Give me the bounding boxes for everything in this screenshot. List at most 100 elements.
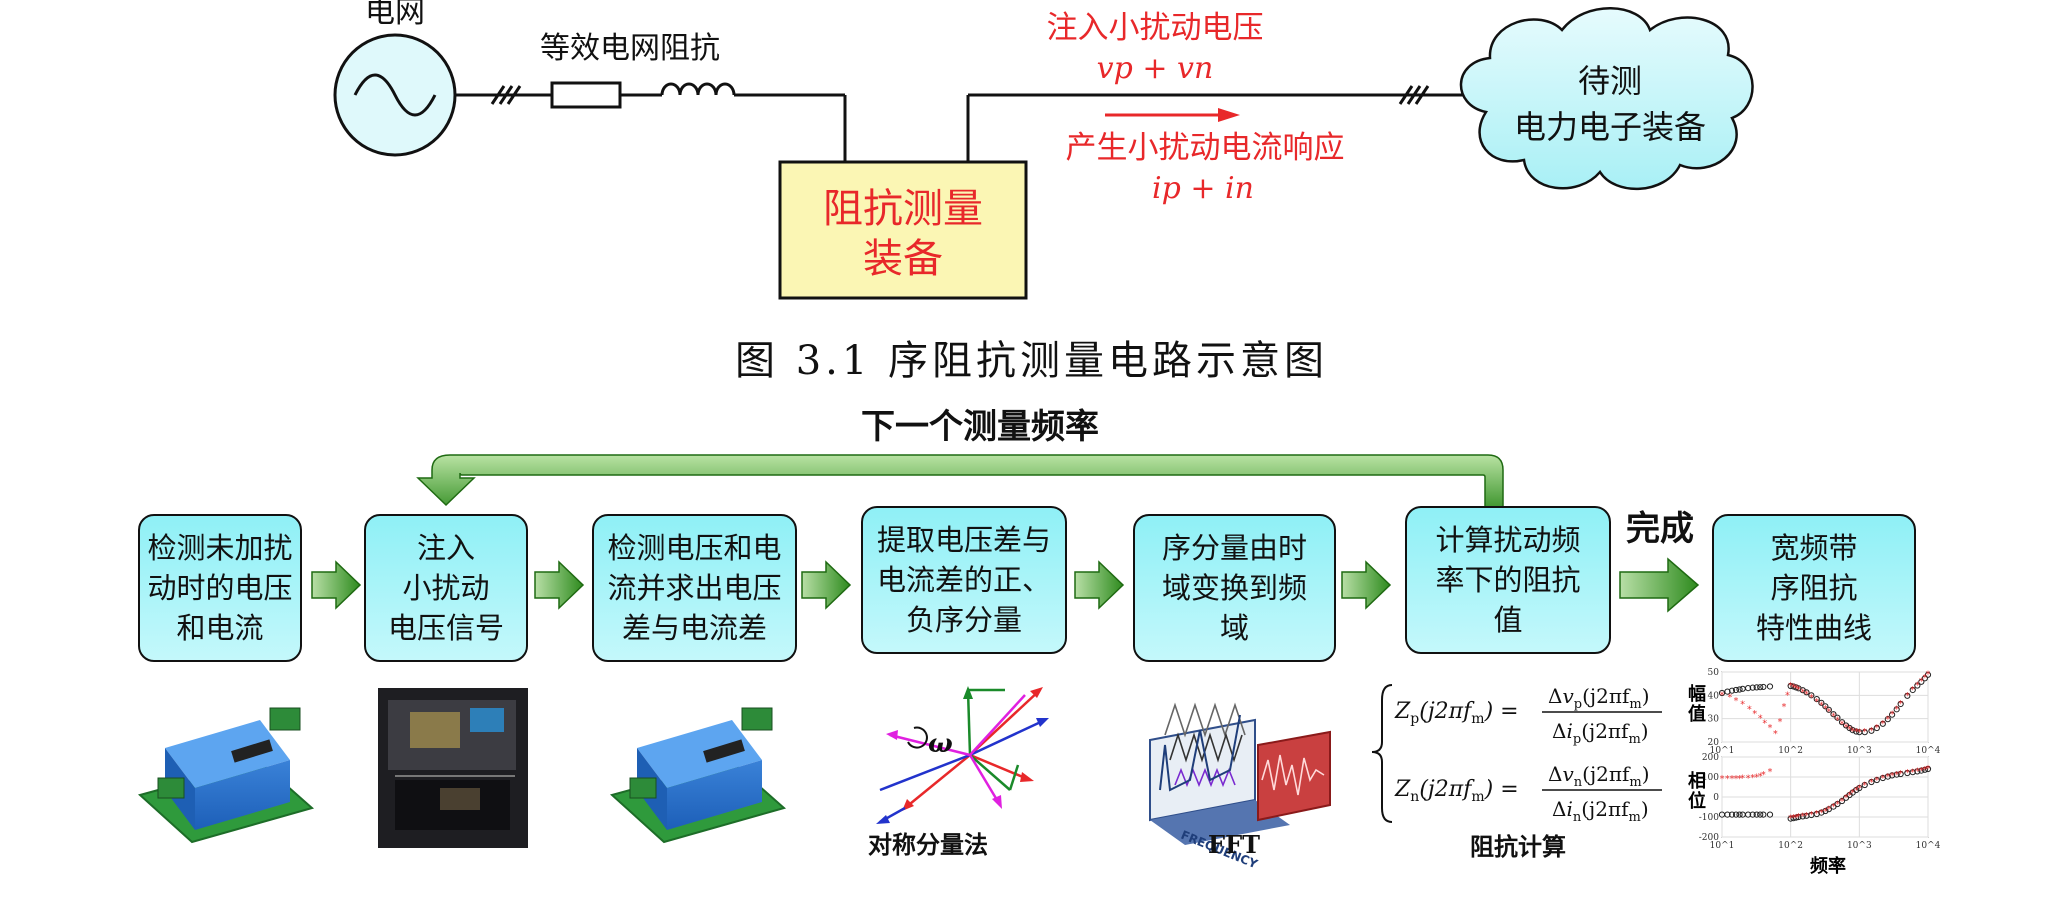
data-point-star: * [1819, 702, 1824, 712]
data-point-star: * [1863, 728, 1868, 738]
x-tick-label: 10^3 [1847, 841, 1872, 851]
svg-text:Zn(j2πfm) =: Zn(j2πfm) = [1394, 777, 1519, 805]
flow-arrows [311, 557, 1700, 613]
data-point-star: * [1926, 765, 1931, 775]
inject-formula: vp + vn [1097, 51, 1214, 86]
step-box-3: 检测电压和电 流并求出电压 差与电流差 [592, 514, 797, 662]
step-box-2: 注入 小扰动 电压信号 [364, 514, 528, 662]
data-point-star: * [1819, 809, 1824, 819]
data-point-circle [1861, 729, 1868, 736]
data-point-circle [1813, 695, 1820, 703]
data-point-star: * [1890, 711, 1895, 721]
data-point-star: * [1926, 670, 1931, 680]
response-formula: ip + in [1152, 171, 1254, 206]
voltage-sensor-image-1 [137, 707, 315, 844]
inductor-icon [660, 82, 736, 96]
sym-label: 对称分量法 [868, 831, 988, 859]
y-tick-label: -200 [1699, 833, 1719, 843]
impedance-formula: Zp(j2πfm) = Δvp(j2πfm) Δip(j2πfm) Zn(j2π… [1371, 684, 1662, 825]
data-point-star: * [1734, 775, 1739, 785]
data-point-circle [1868, 727, 1875, 734]
data-point-circle [1856, 784, 1863, 792]
data-point-star: * [1746, 774, 1751, 784]
data-point-star: * [1801, 688, 1806, 698]
data-point-star: * [1773, 730, 1778, 740]
svg-text:Δvp(j2πfm): Δvp(j2πfm) [1548, 684, 1650, 712]
data-point-circle [1732, 811, 1740, 818]
data-point-star: * [1840, 797, 1845, 807]
data-point-circle [1904, 692, 1911, 699]
phasor-diagram [876, 686, 1049, 824]
data-point-circle [1728, 811, 1736, 818]
data-point-circle [1924, 671, 1932, 678]
data-point-circle [1893, 771, 1900, 778]
sine-wave-icon [353, 73, 437, 117]
step-box-1: 检测未加扰 动时的电压 和电流 [138, 514, 302, 662]
data-point-circle [1753, 811, 1760, 818]
data-point-star: * [1881, 720, 1886, 730]
data-point-star: * [1844, 724, 1849, 734]
data-point-circle [1909, 769, 1916, 776]
data-point-star: * [1754, 773, 1759, 783]
data-point-star: * [1923, 766, 1928, 776]
data-point-star: * [1915, 768, 1920, 778]
data-point-star: * [1835, 716, 1840, 726]
plot-frame [1721, 671, 1929, 743]
flow-arrow-3 [801, 560, 852, 610]
data-point-star: * [1804, 812, 1809, 822]
response-label: 产生小扰动电流响应 [1066, 130, 1345, 166]
data-point-star: * [1857, 784, 1862, 794]
fft-illustration [1149, 702, 1331, 845]
svg-text:Zp(j2πfm) =: Zp(j2πfm) = [1394, 699, 1519, 727]
data-point-circle [1924, 765, 1932, 773]
data-point-circle [1736, 686, 1743, 693]
data-point-circle [1760, 811, 1767, 818]
data-point-star: * [1831, 803, 1836, 813]
data-point-star: * [1923, 674, 1928, 684]
dut-label-line2: 电力电子装备 [1514, 108, 1706, 146]
data-point-star: * [1850, 789, 1855, 799]
data-point-circle [1749, 811, 1756, 818]
data-point-circle [1914, 682, 1921, 689]
y-tick-label: 30 [1708, 715, 1720, 725]
data-point-circle [1818, 699, 1825, 706]
data-point-circle [1897, 700, 1904, 708]
control-board-image [378, 688, 528, 848]
step-box-7: 宽频带 序阻抗 特性曲线 [1712, 514, 1916, 662]
data-point-star: * [1728, 694, 1733, 704]
flow-arrow-6 [1619, 557, 1700, 613]
x-tick-label: 10^3 [1847, 746, 1872, 756]
data-point-circle [1749, 684, 1756, 691]
data-point-star: * [1894, 771, 1899, 781]
data-point-star: * [1919, 767, 1924, 777]
data-point-star: * [1796, 813, 1801, 823]
data-point-circle [1909, 686, 1916, 694]
flow-arrow-2 [534, 560, 585, 610]
data-point-star: * [1905, 769, 1910, 779]
x-tick-label: 10^2 [1778, 746, 1803, 756]
data-point-circle [1818, 809, 1825, 816]
data-point-star: * [1768, 768, 1773, 778]
meter-label-line2: 装备 [863, 236, 943, 282]
data-point-circle [1853, 728, 1860, 735]
data-point-star: * [1875, 776, 1880, 786]
meter-box [778, 160, 1028, 300]
data-point-circle [1825, 806, 1832, 813]
data-point-circle [1918, 678, 1925, 685]
data-point-star: * [1791, 683, 1796, 693]
direction-arrow [1105, 108, 1240, 122]
data-point-star: * [1791, 814, 1796, 824]
fft-label: FFT [1208, 830, 1260, 859]
data-point-circle [1834, 800, 1841, 808]
data-point-star: * [1881, 774, 1886, 784]
data-point-star: * [1778, 718, 1783, 728]
data-point-star: * [1857, 729, 1862, 739]
omega-symbol: ω [928, 729, 953, 759]
data-point-star: * [1720, 691, 1725, 701]
data-point-star: * [1890, 772, 1895, 782]
data-point-star: * [1740, 775, 1745, 785]
data-point-star: * [1847, 791, 1852, 801]
voltage-sensor-image-2 [609, 707, 787, 844]
data-point-star: * [1737, 775, 1742, 785]
